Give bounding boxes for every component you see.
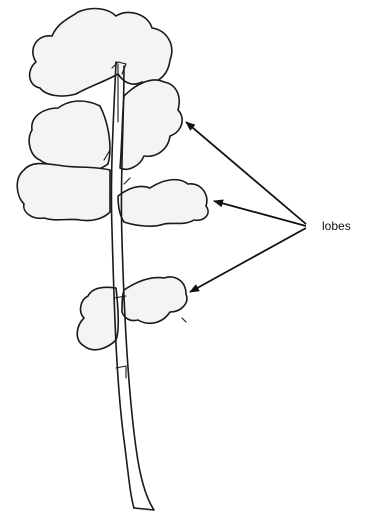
lobes-label: lobes: [322, 219, 351, 233]
lobe-mark: [182, 318, 186, 322]
lower-right-lobe: [122, 277, 187, 323]
middle-right-lobe: [118, 180, 208, 227]
middle-left-lobe: [17, 164, 110, 221]
lobe-arrow-3: [190, 228, 306, 292]
upper-left-lobe: [29, 101, 110, 171]
lower-left-lobe: [77, 287, 118, 349]
upper-right-lobe: [120, 80, 182, 169]
lobe-arrow-2: [214, 201, 306, 226]
side-vein: [124, 178, 130, 184]
